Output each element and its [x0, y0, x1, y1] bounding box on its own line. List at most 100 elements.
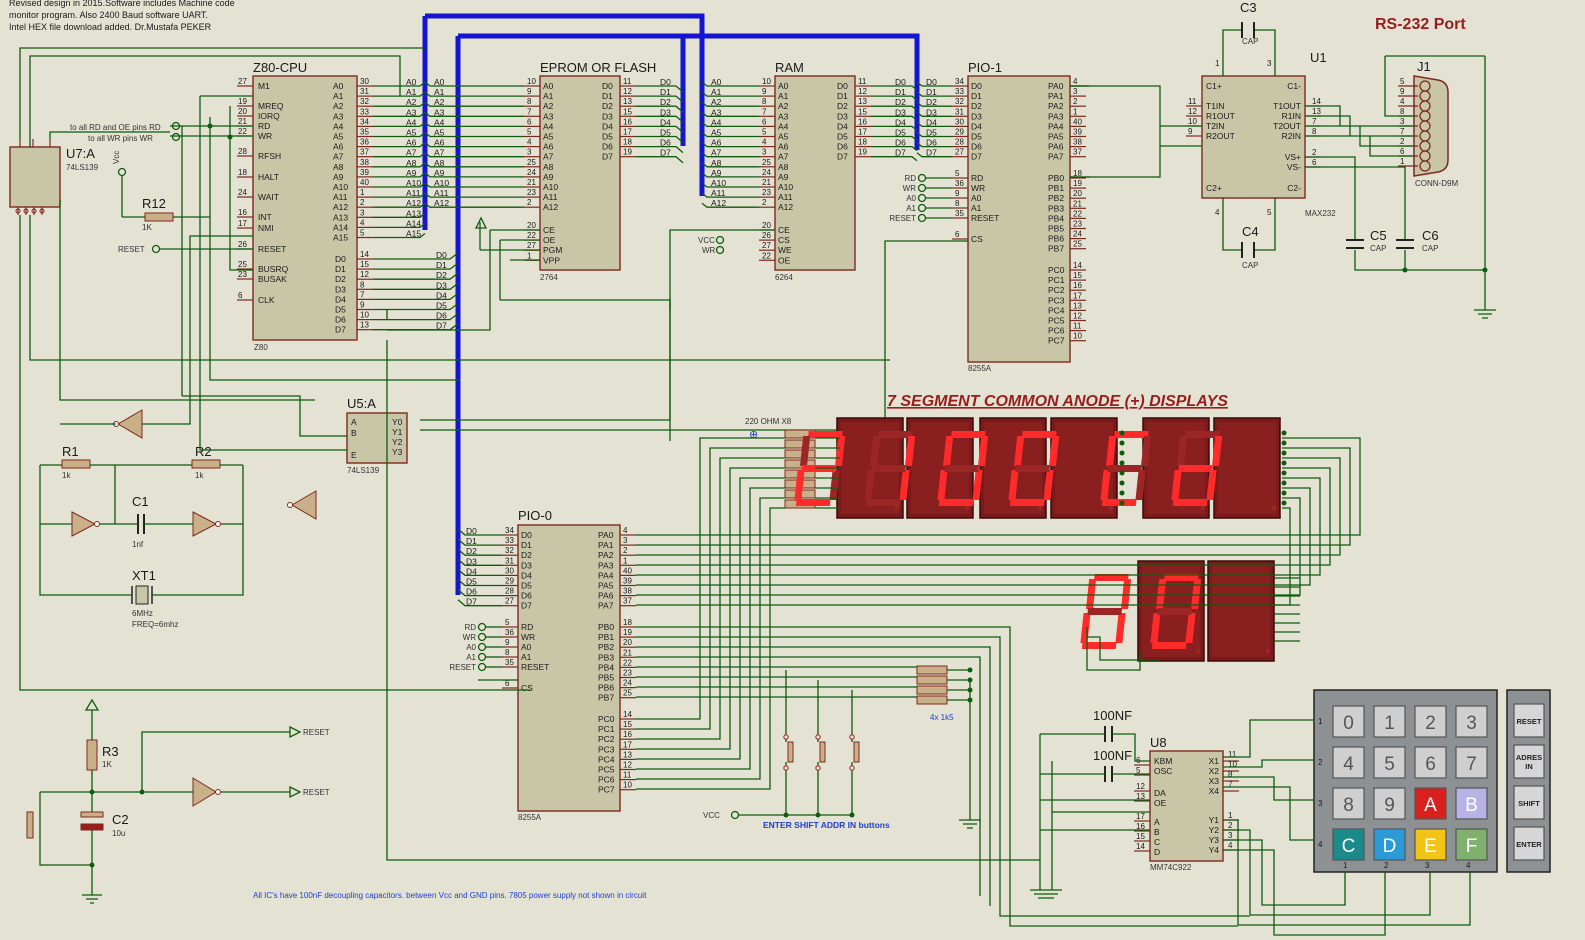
c6-label: C6	[1422, 228, 1439, 243]
svg-text:A: A	[351, 417, 357, 427]
svg-text:C2+: C2+	[1206, 183, 1222, 193]
svg-text:Y2: Y2	[1209, 825, 1220, 835]
svg-text:VS-: VS-	[1287, 162, 1301, 172]
svg-text:D5: D5	[660, 128, 671, 138]
svg-text:17: 17	[858, 128, 867, 137]
svg-text:16: 16	[623, 730, 632, 739]
keypad-key-C[interactable]: C	[1332, 828, 1365, 861]
svg-text:D5: D5	[466, 577, 477, 587]
pin-label: A9	[333, 172, 344, 182]
svg-text:C1-: C1-	[1287, 81, 1301, 91]
svg-text:12: 12	[623, 761, 632, 770]
svg-text:C: C	[1342, 836, 1356, 857]
pin-label: PB2	[1048, 193, 1064, 203]
pin-label: D5	[971, 132, 982, 142]
svg-text:20: 20	[527, 221, 536, 230]
svg-text:D6: D6	[436, 311, 447, 321]
svg-text:A7: A7	[711, 148, 722, 158]
pin-label: A0	[543, 81, 554, 91]
pin-label: A4	[778, 121, 789, 131]
svg-text:22: 22	[1073, 209, 1082, 218]
svg-text:36: 36	[505, 628, 514, 637]
svg-text:18: 18	[1073, 169, 1082, 178]
svg-text:RESET: RESET	[1516, 717, 1541, 726]
side-button-enter[interactable]: ENTER	[1513, 826, 1545, 861]
svg-text:12: 12	[360, 270, 369, 279]
pin-label: PA4	[1048, 121, 1064, 131]
pin-label: A10	[333, 182, 348, 192]
pin-label: D6	[335, 315, 346, 325]
keypad-key-0[interactable]: 0	[1332, 705, 1365, 738]
svg-text:17: 17	[238, 219, 247, 228]
svg-text:8: 8	[527, 97, 532, 106]
keypad-key-D[interactable]: D	[1373, 828, 1406, 861]
svg-text:RESET: RESET	[889, 214, 916, 223]
pin-label: A9	[543, 172, 554, 182]
svg-text:30: 30	[955, 117, 964, 126]
keypad-key-F[interactable]: F	[1455, 828, 1488, 861]
seven-seg-digit	[1171, 417, 1281, 519]
keypad-key-4[interactable]: 4	[1332, 746, 1365, 779]
c3-label: C3	[1240, 0, 1257, 15]
keypad-key-1[interactable]: 1	[1373, 705, 1406, 738]
r2-label: R2	[195, 444, 212, 459]
svg-text:3: 3	[1228, 831, 1233, 840]
svg-text:24: 24	[527, 168, 536, 177]
to-rd-label: to all RD and OE pins RD	[70, 123, 161, 132]
side-button-shift[interactable]: SHIFT	[1513, 785, 1545, 820]
pio0-part: 8255A	[518, 813, 542, 822]
svg-text:A0: A0	[466, 643, 476, 652]
side-button-reset[interactable]: RESET	[1513, 703, 1545, 738]
svg-text:CS: CS	[521, 683, 533, 693]
svg-text:13: 13	[858, 97, 867, 106]
seven-seg-digit	[1150, 560, 1275, 662]
keypad-key-6[interactable]: 6	[1414, 746, 1447, 779]
u8-part: MM74C922	[1150, 863, 1192, 872]
svg-text:D4: D4	[660, 117, 671, 127]
svg-text:D4: D4	[926, 117, 937, 127]
svg-text:9: 9	[1384, 795, 1395, 816]
svg-text:23: 23	[623, 669, 632, 678]
svg-text:3: 3	[623, 536, 628, 545]
pin-label: BUSAK	[258, 274, 287, 284]
svg-text:2: 2	[1073, 97, 1078, 106]
keypad-key-9[interactable]: 9	[1373, 787, 1406, 820]
svg-text:19: 19	[1073, 179, 1082, 188]
svg-text:11: 11	[1228, 750, 1237, 759]
pin-label: PC2	[598, 734, 615, 744]
svg-text:21: 21	[623, 648, 632, 657]
keypad-key-3[interactable]: 3	[1455, 705, 1488, 738]
svg-text:14: 14	[1136, 842, 1145, 851]
keypad-key-2[interactable]: 2	[1414, 705, 1447, 738]
pin-label: CS	[778, 235, 790, 245]
keypad-key-B[interactable]: B	[1455, 787, 1488, 820]
svg-text:Y3: Y3	[1209, 835, 1220, 845]
svg-text:13: 13	[1073, 301, 1082, 310]
svg-text:2: 2	[360, 198, 365, 207]
svg-text:34: 34	[955, 77, 964, 86]
svg-text:D3: D3	[466, 556, 477, 566]
keypad-key-A[interactable]: A	[1414, 787, 1447, 820]
svg-text:32: 32	[360, 97, 369, 106]
keyboard-encoder-chip: U8 MM74C922 KBMOSCDAOEABCDX1X2X3X4Y1Y2Y3…	[1134, 735, 1239, 872]
svg-text:26: 26	[762, 231, 771, 240]
svg-text:WR: WR	[521, 632, 535, 642]
keypad-key-7[interactable]: 7	[1455, 746, 1488, 779]
keypad-key-8[interactable]: 8	[1332, 787, 1365, 820]
keypad-key-5[interactable]: 5	[1373, 746, 1406, 779]
keypad-key-E[interactable]: E	[1414, 828, 1447, 861]
svg-text:31: 31	[505, 556, 514, 565]
svg-text:32: 32	[505, 546, 514, 555]
pin-label: D6	[971, 142, 982, 152]
svg-text:35: 35	[360, 128, 369, 137]
pin-label: BUSRQ	[258, 264, 289, 274]
svg-text:17: 17	[1136, 812, 1145, 821]
svg-text:9: 9	[762, 87, 767, 96]
svg-text:13: 13	[623, 750, 632, 759]
svg-text:31: 31	[955, 107, 964, 116]
rs232-caps: C3 CAP C4 CAP C5 CAP C6 CAP	[1070, 0, 1496, 319]
svg-text:8: 8	[1228, 770, 1233, 779]
